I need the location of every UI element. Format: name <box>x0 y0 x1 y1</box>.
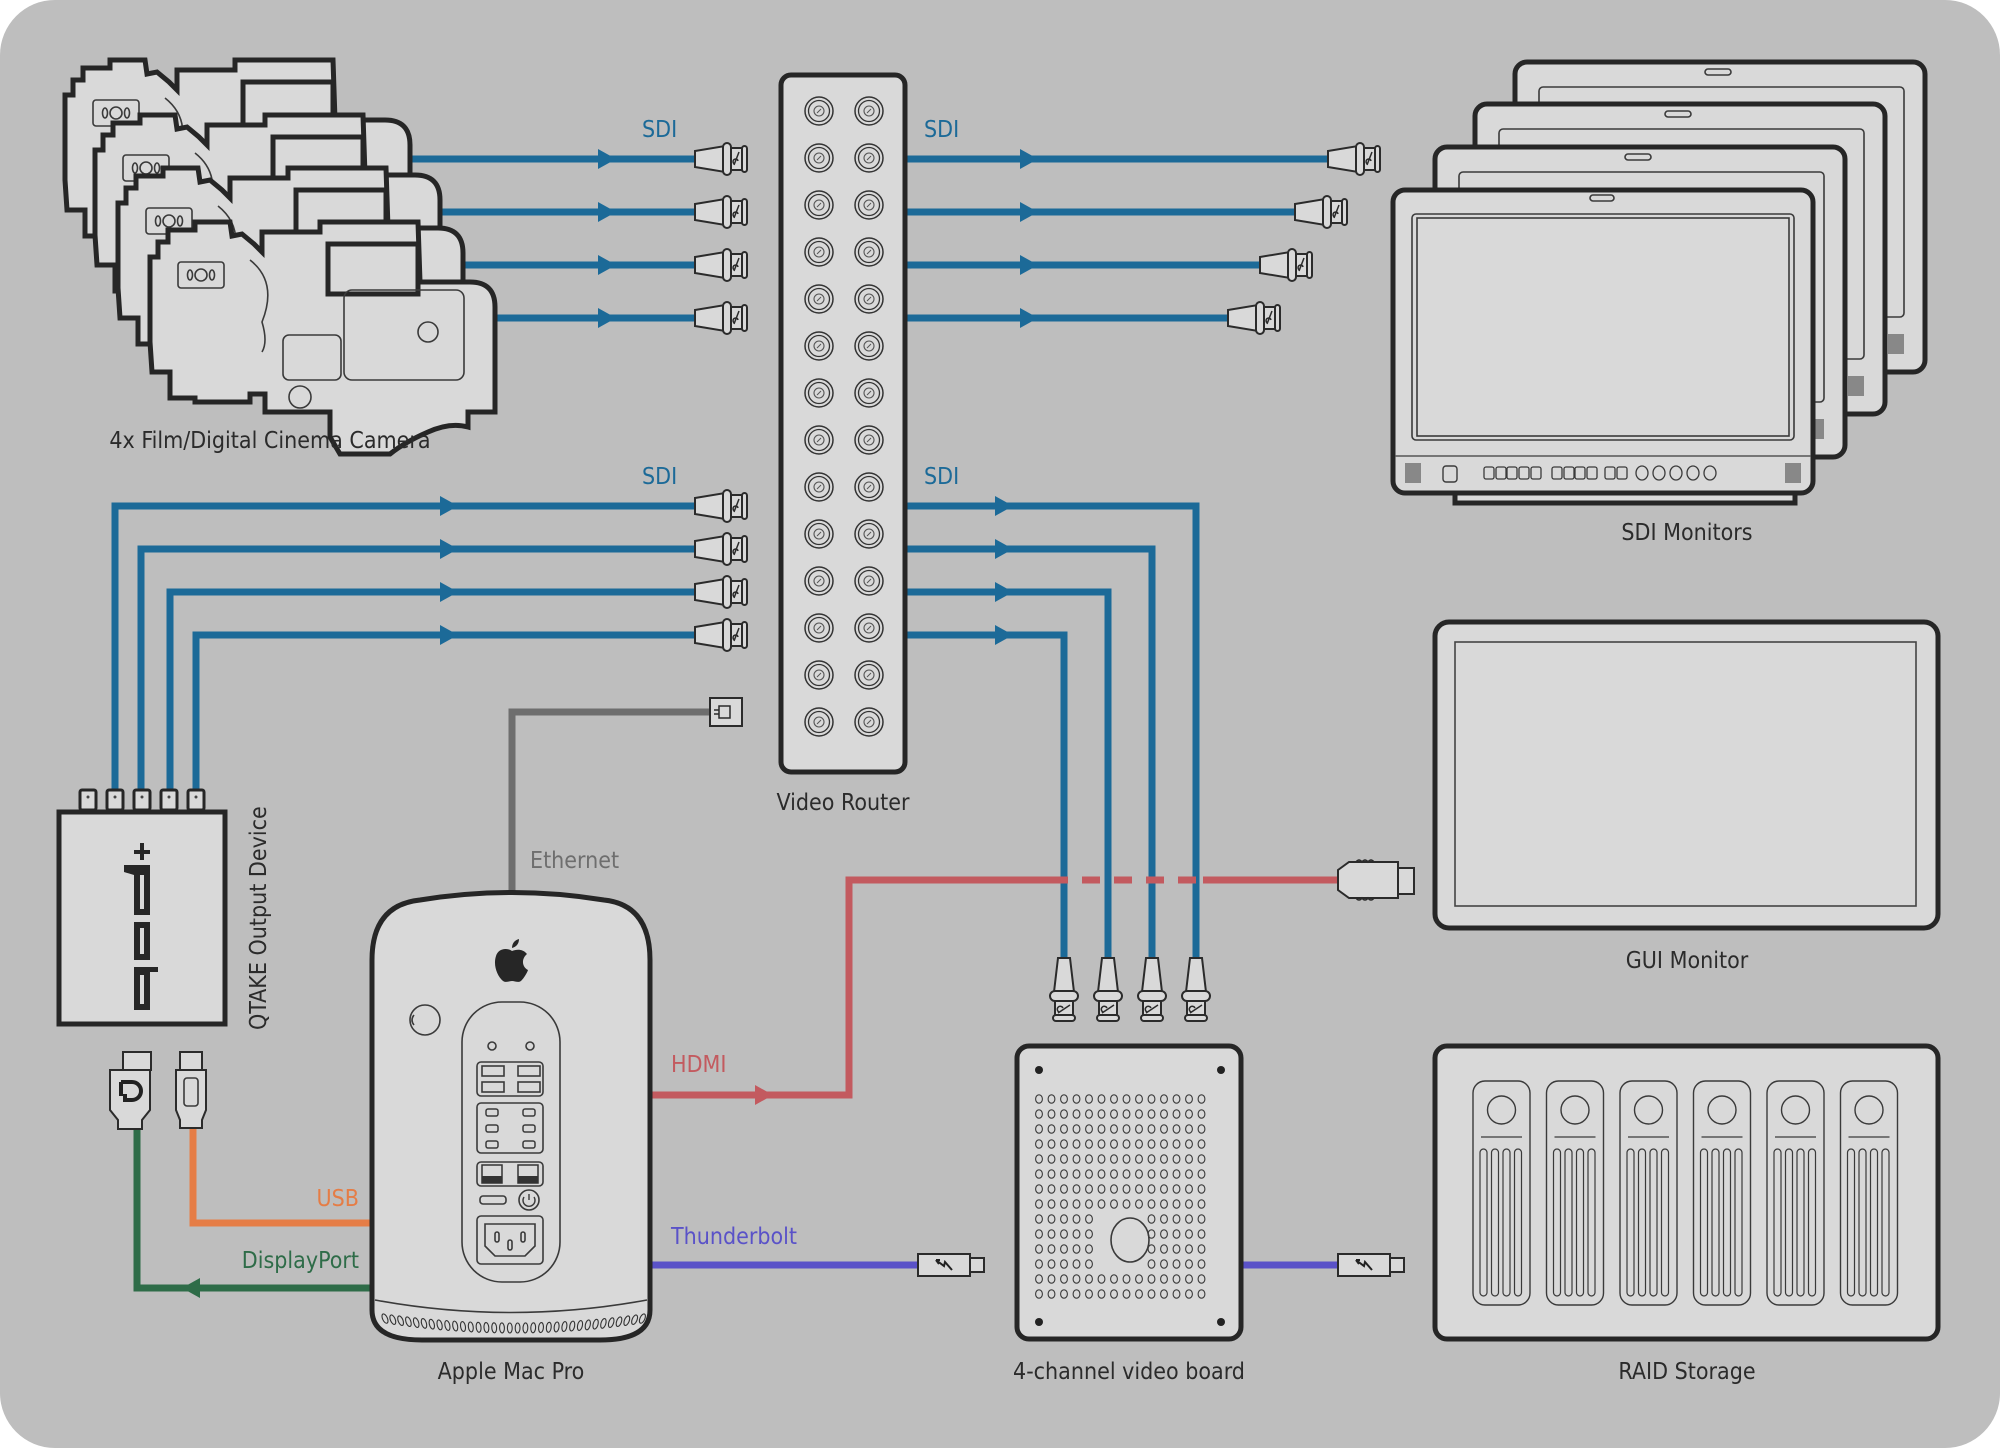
router-port <box>804 143 834 173</box>
video-router <box>778 72 908 775</box>
router-port <box>804 284 834 314</box>
qtake-bnc-port <box>159 788 179 812</box>
mac-pro <box>369 890 653 1343</box>
raid-drive-bay <box>1766 1080 1825 1306</box>
router-port <box>854 472 884 502</box>
router-label: Video Router <box>777 790 910 816</box>
cameras-label: 4x Film/Digital Cinema Camera <box>109 428 430 454</box>
video-board-label: 4-channel video board <box>1013 1359 1245 1385</box>
router-port <box>854 613 884 643</box>
raid-label: RAID Storage <box>1618 1359 1755 1385</box>
router-port <box>804 566 834 596</box>
router-port <box>804 519 834 549</box>
router-port <box>804 660 834 690</box>
displayport-plug-icon <box>109 1051 152 1130</box>
router-port <box>854 284 884 314</box>
displayport-label: DisplayPort <box>242 1248 359 1274</box>
qtake-bnc-port <box>78 788 98 812</box>
router-port <box>804 707 834 737</box>
hdmi-plug-icon <box>1337 859 1415 901</box>
displayport-arrow <box>182 1278 200 1298</box>
raid-drive-bay <box>1472 1080 1531 1306</box>
raid-drive-bay <box>1839 1080 1899 1306</box>
raid-drive-bay <box>1692 1080 1752 1306</box>
router-port <box>804 237 834 267</box>
mac-pro-label: Apple Mac Pro <box>438 1359 585 1385</box>
sdi-label-monitors: SDI <box>924 117 959 143</box>
router-port <box>854 519 884 549</box>
router-port <box>854 237 884 267</box>
router-port <box>854 660 884 690</box>
router-port <box>854 566 884 596</box>
apple-logo-icon <box>494 939 528 982</box>
router-port <box>804 96 834 126</box>
cable-sdi-router-monitors <box>906 155 1330 322</box>
hdmi-label: HDMI <box>671 1052 726 1078</box>
raid-drive-bays <box>1472 1080 1899 1306</box>
router-port <box>854 143 884 173</box>
video-board <box>1014 1043 1244 1342</box>
qtake-label: QTAKE Output Device <box>246 806 272 1030</box>
router-port <box>854 707 884 737</box>
flow-arrows <box>440 149 1038 645</box>
raid-storage <box>1432 1043 1941 1342</box>
hdmi-arrow <box>755 1085 773 1105</box>
router-port <box>854 190 884 220</box>
thunderbolt-icon <box>917 1253 985 1277</box>
sdi-label-cameras: SDI <box>642 117 677 143</box>
usb-label: USB <box>317 1186 360 1212</box>
mac-pro-vents <box>381 1313 646 1334</box>
router-port <box>854 96 884 126</box>
ethernet-label: Ethernet <box>530 848 619 874</box>
cable-ethernet <box>508 708 710 900</box>
router-port <box>854 425 884 455</box>
board-vent-holes <box>1035 1094 1206 1299</box>
sdi-monitors <box>1390 62 1925 506</box>
gui-monitor-label: GUI Monitor <box>1626 948 1749 974</box>
cable-hdmi <box>650 876 1050 1099</box>
thunderbolt-label: Thunderbolt <box>670 1224 797 1250</box>
sdi-monitors-label: SDI Monitors <box>1621 520 1752 546</box>
monitor-controls <box>1442 465 1717 483</box>
thunderbolt-icon <box>1337 1253 1405 1277</box>
raid-drive-bay <box>1619 1080 1678 1306</box>
qtake-output-device <box>56 788 228 1027</box>
qtake-bnc-port <box>186 788 206 812</box>
usb-plug-icon <box>175 1051 207 1129</box>
cable-usb <box>189 1126 378 1227</box>
sdi-label-qtake: SDI <box>642 464 677 490</box>
cable-sdi-cameras-router <box>405 155 695 322</box>
cable-displayport <box>133 1126 378 1292</box>
cameras <box>65 60 495 454</box>
router-port <box>804 472 834 502</box>
router-port <box>804 425 834 455</box>
router-port <box>804 613 834 643</box>
qod-logo-icon <box>124 843 158 1010</box>
qtake-bnc-port <box>132 788 152 812</box>
router-port <box>854 378 884 408</box>
router-port <box>804 378 834 408</box>
sdi-label-board: SDI <box>924 464 959 490</box>
qtake-bnc-port <box>105 788 125 812</box>
ethernet-plug-icon <box>709 697 743 727</box>
router-port <box>804 190 834 220</box>
gui-monitor <box>1432 619 1941 931</box>
router-port <box>854 331 884 361</box>
cable-sdi-qtake-router <box>111 502 695 790</box>
router-port <box>804 331 834 361</box>
raid-drive-bay <box>1545 1080 1605 1306</box>
